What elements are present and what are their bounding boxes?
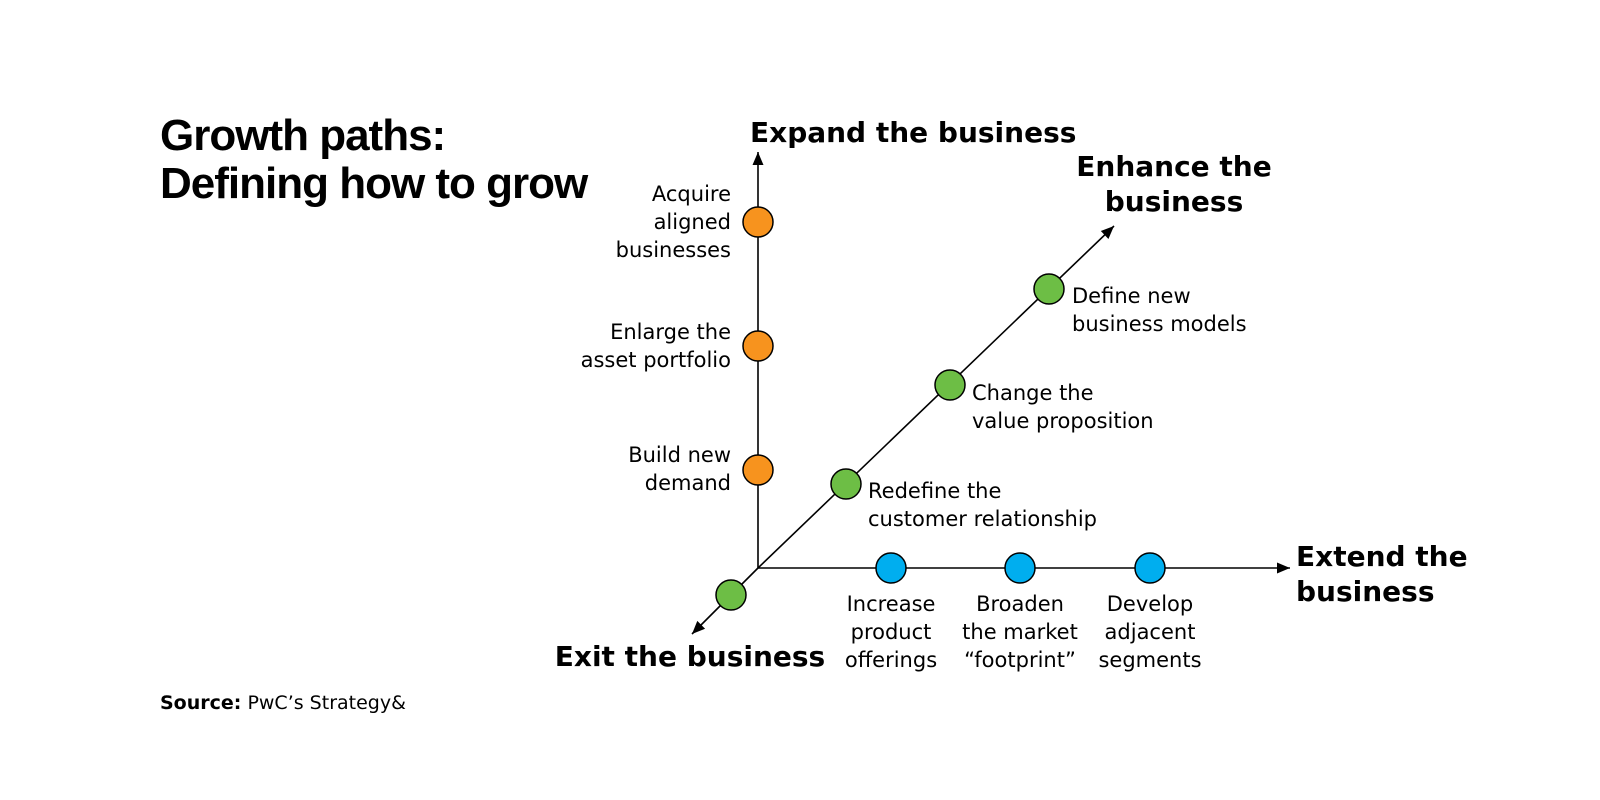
enhance-axis-label-line: business <box>1105 185 1244 218</box>
enhance-axis-arrowhead <box>1100 226 1114 239</box>
enhance-marker-3 <box>1033 273 1065 305</box>
expand-step-label-3: Acquire aligned businesses <box>616 182 731 262</box>
expand-axis-label-line: Expand the business <box>750 116 1076 149</box>
enhance-marker-2 <box>934 369 966 401</box>
expand-marker-2 <box>742 330 774 362</box>
exit-axis-arrowhead <box>692 620 706 634</box>
extend-axis-arrowhead <box>1277 562 1290 574</box>
expand-step-label-1-line: demand <box>645 471 731 495</box>
diagram-labels: Build new demand Enlarge the asset portfoli… <box>555 116 1468 673</box>
source-note: Source: PwC’s Strategy& <box>160 692 406 714</box>
source-label: Source: <box>160 692 242 714</box>
extend-step-label-2-line: “footprint” <box>964 648 1076 672</box>
enhance-marker-1 <box>830 468 862 500</box>
enhance-step-label-1-line: Redefine the <box>868 479 1001 503</box>
extend-step-label-1: Increase product offerings <box>845 592 937 672</box>
step-markers <box>715 206 1166 611</box>
exit-marker <box>715 579 747 611</box>
title-line-2: Defining how to grow <box>160 159 588 208</box>
expand-step-label-3-line: Acquire <box>652 182 731 206</box>
extend-marker-3 <box>1134 552 1166 584</box>
enhance-step-label-1-line: customer relationship <box>868 507 1097 531</box>
title-line-1: Growth paths: <box>160 111 446 160</box>
expand-axis-arrowhead <box>752 152 764 165</box>
expand-axis-label: Expand the business <box>750 116 1076 149</box>
expand-step-label-1-line: Build new <box>628 443 731 467</box>
expand-step-label-2-line: Enlarge the <box>610 320 731 344</box>
extend-step-label-2-line: the market <box>962 620 1078 644</box>
extend-marker-1 <box>875 552 907 584</box>
expand-marker-3 <box>742 206 774 238</box>
expand-step-label-3-line: businesses <box>616 238 731 262</box>
extend-step-label-3-line: segments <box>1098 648 1201 672</box>
enhance-step-label-3-line: Define new <box>1072 284 1191 308</box>
enhance-axis-label-line: Enhance the <box>1076 150 1271 183</box>
enhance-step-label-3-line: business models <box>1072 312 1247 336</box>
expand-step-label-3-line: aligned <box>654 210 731 234</box>
extend-axis-label-line: business <box>1296 575 1435 608</box>
expand-step-label-2-line: asset portfolio <box>581 348 731 372</box>
extend-step-label-3: Develop adjacent segments <box>1098 592 1201 672</box>
expand-step-label-2: Enlarge the asset portfolio <box>581 320 731 372</box>
enhance-step-label-2: Change the value proposition <box>972 381 1154 433</box>
extend-step-label-1-line: offerings <box>845 648 937 672</box>
enhance-step-label-3: Define new business models <box>1072 284 1247 336</box>
expand-marker-1 <box>742 454 774 486</box>
extend-marker-2 <box>1004 552 1036 584</box>
extend-step-label-3-line: adjacent <box>1105 620 1196 644</box>
extend-step-label-1-line: Increase <box>847 592 936 616</box>
exit-axis-label: Exit the business <box>555 640 825 673</box>
extend-step-label-2: Broaden the market “footprint” <box>962 592 1078 672</box>
extend-step-label-2-line: Broaden <box>976 592 1064 616</box>
enhance-step-label-2-line: value proposition <box>972 409 1154 433</box>
enhance-step-label-1: Redefine the customer relationship <box>868 479 1097 531</box>
extend-step-label-3-line: Develop <box>1107 592 1193 616</box>
expand-step-label-1: Build new demand <box>628 443 731 495</box>
source-text: PwC’s Strategy& <box>247 692 406 714</box>
page-title: Growth paths: Defining how to grow <box>160 111 588 208</box>
exit-axis-label-line: Exit the business <box>555 640 825 673</box>
enhance-step-label-2-line: Change the <box>972 381 1094 405</box>
extend-axis-label-line: Extend the <box>1296 540 1468 573</box>
extend-step-label-1-line: product <box>851 620 932 644</box>
